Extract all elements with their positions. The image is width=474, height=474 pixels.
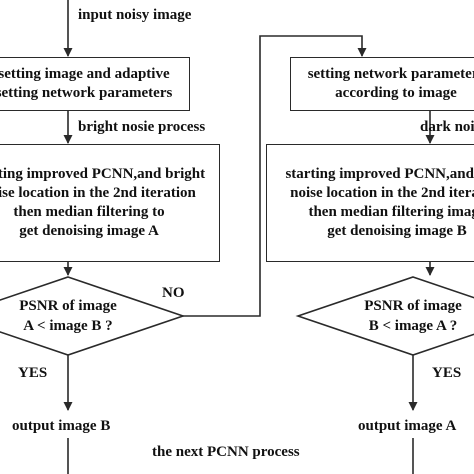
right-setup-box: setting network parameters according to … [290, 57, 474, 111]
left-pcnn-line-1: starting improved PCNN,and bright [0, 166, 206, 182]
right-decision-text: PSNR of image B < image A ? [343, 296, 474, 336]
no-loop-line [183, 35, 367, 317]
left-output-label: output image B [12, 418, 111, 434]
left-yes-label: YES [18, 365, 48, 381]
left-decision-line-2: A < image B ? [23, 318, 113, 334]
right-pcnn-line-2: noise location in the 2nd iteration [290, 185, 474, 201]
right-setup-line-1: setting network parameters [307, 66, 474, 82]
right-setup-line-2: according to image [335, 85, 457, 101]
right-decision-line-1: PSNR of image [364, 298, 462, 314]
right-pcnn-line-3: then median filtering image [308, 204, 474, 220]
right-pcnn-box: starting improved PCNN,and dark noise lo… [266, 144, 474, 262]
right-pcnn-line-4: get denoising image B [327, 223, 467, 239]
right-pcnn-line-1: starting improved PCNN,and dark [285, 166, 474, 182]
bright-process-label: bright nosie process [78, 119, 206, 135]
left-setup-line-1: setting image and adaptive [0, 66, 170, 82]
dark-process-label: dark noise process [420, 119, 474, 135]
input-noisy-image-label: input noisy image [78, 7, 192, 23]
no-label: NO [162, 285, 185, 301]
left-pcnn-line-2: noise location in the 2nd iteration [0, 185, 196, 201]
left-decision-text: PSNR of image A < image B ? [0, 296, 138, 336]
left-pcnn-line-4: get denoising image A [19, 223, 159, 239]
right-output-label: output image A [358, 418, 457, 434]
right-yes-label: YES [432, 365, 462, 381]
left-pcnn-box: starting improved PCNN,and bright noise … [0, 144, 220, 262]
left-setup-line-2: setting network parameters [0, 85, 173, 101]
next-pcnn-process-label: the next PCNN process [152, 444, 300, 460]
left-decision-line-1: PSNR of image [19, 298, 117, 314]
right-decision-line-2: B < image A ? [368, 318, 458, 334]
left-pcnn-line-3: then median filtering to [13, 204, 165, 220]
left-setup-box: setting image and adaptive setting netwo… [0, 57, 190, 111]
